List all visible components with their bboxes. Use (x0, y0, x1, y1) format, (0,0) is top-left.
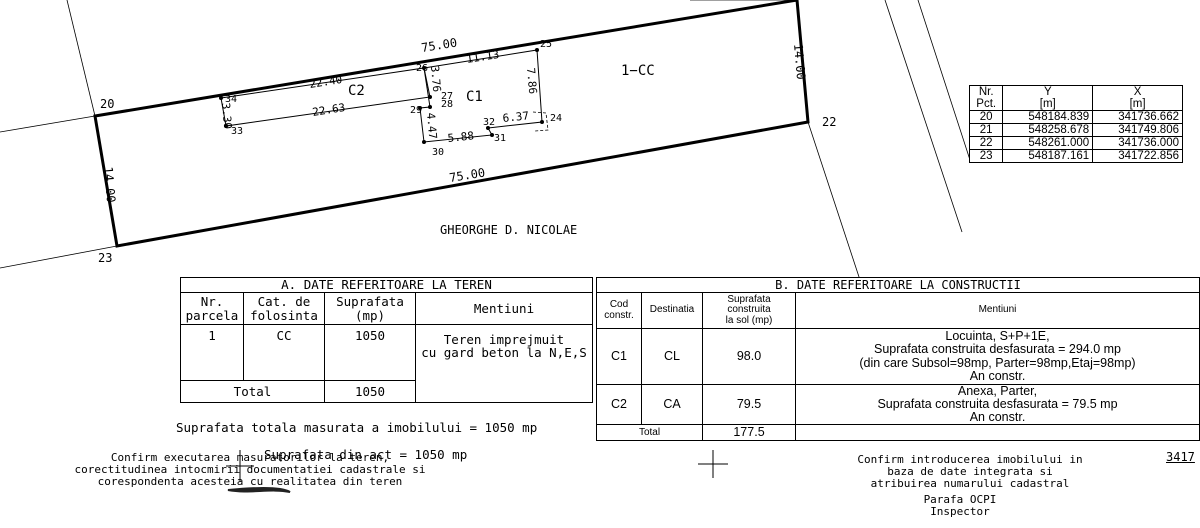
coord-x: 341722.856 (1092, 149, 1183, 164)
land-header-nr: Nr.parcela (180, 292, 244, 325)
coord-y: 548261.000 (1002, 136, 1094, 151)
vertex-markers (219, 48, 544, 144)
area-summary-act: Suprafata din act = 1050 mp (264, 447, 468, 463)
table-row: 22 548261.000 341736.000 (968, 136, 1183, 151)
point-22-label: 22 (822, 115, 836, 129)
dim-top-length: 75.00 (420, 35, 458, 54)
coord-pt: 22 (968, 136, 1004, 151)
table-row: C1 CL 98.0 Locuinta, S+P+1E,Suprafata co… (596, 328, 1200, 385)
constr-row-dest: CL (641, 328, 703, 385)
coord-header-nr: Nr.Pct. (968, 84, 1004, 112)
crosshair-marks (226, 450, 728, 482)
constr-total-value: 177.5 (702, 424, 796, 442)
point-27-label: 27 (441, 91, 453, 102)
dim-c2-top: 22.40 (308, 73, 343, 91)
point-26-label: 26 (416, 63, 428, 74)
constr-total-label: Total (596, 424, 703, 442)
point-23-label: 23 (98, 251, 112, 265)
constr-row-dest: CA (641, 383, 703, 426)
constr-header-mentiuni: Mentiuni (795, 292, 1200, 329)
dim-c1-top: 11.13 (465, 48, 500, 66)
coordinates-table: Nr.Pct. Y[m] X[m] 20 548184.839 341736.6… (968, 84, 1183, 164)
constr-row-sup: 98.0 (702, 328, 796, 385)
point-20-label: 20 (100, 97, 114, 111)
coord-header-x: X[m] (1092, 84, 1183, 112)
coord-pt: 21 (968, 123, 1004, 138)
land-total-value: 1050 (324, 380, 416, 403)
table-row: C2 CA 79.5 Anexa, Parter,Suprafata const… (596, 383, 1200, 426)
coordinate-readout: 3417 (1166, 450, 1195, 464)
coord-y: 548184.839 (1002, 110, 1094, 125)
land-row-sup: 1050 (324, 324, 416, 381)
land-data-table: A. DATE REFERITOARE LA TEREN Nr.parcela … (180, 277, 593, 403)
land-header-sup: Suprafata(mp) (324, 292, 416, 325)
dim-right-width: 14.00 (791, 43, 808, 80)
point-28-label: 28 (441, 99, 453, 110)
neighbour-lines (0, 0, 971, 281)
point-34-label: 34 (225, 94, 237, 105)
area-summary-total: Suprafata totala masurata a imobilului =… (176, 419, 538, 435)
dim-c1-bottom: 5.88 (447, 129, 475, 145)
point-32-label: 32 (483, 117, 495, 128)
dim-c1-right: 7.86 (524, 67, 539, 95)
coord-y: 548187.161 (1002, 149, 1094, 164)
coord-pt: 23 (968, 149, 1004, 164)
constr-row-cod: C1 (596, 328, 642, 385)
owner-label: GHEORGHE D. NICOLAE (440, 223, 577, 237)
dim-c2-left: 3.30 (219, 102, 234, 130)
c1-step-dashed (532, 111, 549, 132)
parcel-boundary (93, 0, 810, 248)
coord-x: 341736.000 (1092, 136, 1183, 151)
coord-y: 548258.678 (1002, 123, 1094, 138)
point-31-label: 31 (494, 133, 506, 144)
land-row-nr: 1 (180, 324, 244, 381)
confirmation-surveyor: Confirm executarea masuratorilor la tere… (74, 451, 426, 489)
dim-left-width: 14.00 (101, 166, 118, 203)
table-row: 23 548187.161 341722.856 (968, 149, 1183, 164)
coord-pt: 20 (968, 110, 1004, 125)
constr-row-cod: C2 (596, 383, 642, 426)
building-c2-label: C2 (348, 83, 365, 99)
table-row: 21 548258.678 341749.806 (968, 123, 1183, 138)
point-33-label: 33 (231, 126, 243, 137)
land-table-title: A. DATE REFERITOARE LA TEREN (180, 277, 593, 293)
constr-header-dest: Destinatia (641, 292, 703, 329)
signature-scribble (227, 487, 291, 493)
coord-x: 341749.806 (1092, 123, 1183, 138)
parcel-label: 1−CC (621, 63, 655, 79)
dim-bottom-length: 75.00 (448, 165, 486, 184)
dim-c1-step: 3.76 (428, 65, 443, 93)
land-total-label: Total (180, 380, 325, 403)
point-25-label: 25 (540, 39, 552, 50)
point-24-label: 24 (550, 113, 562, 124)
land-header-mentiuni: Mentiuni (415, 292, 593, 325)
confirmation-ocpi: Confirm introducerea imobilului in baza … (857, 453, 1083, 491)
ocpi-stamp-label: Parafa OCPI Inspector (923, 493, 997, 519)
area-summary: Suprafata totala masurata a imobilului =… (176, 407, 537, 476)
constr-total-empty (795, 424, 1200, 442)
coord-x: 341736.662 (1092, 110, 1183, 125)
constr-row-mentiuni: Anexa, Parter,Suprafata construita desfa… (795, 383, 1200, 426)
constr-row-sup: 79.5 (702, 383, 796, 426)
dim-c2-bottom: 22.63 (311, 101, 346, 119)
land-row-cat: CC (243, 324, 325, 381)
constr-row-mentiuni: Locuinta, S+P+1E,Suprafata construita de… (795, 328, 1200, 385)
table-row: 20 548184.839 341736.662 (968, 110, 1183, 125)
building-c1-label: C1 (466, 89, 483, 105)
point-29-label: 29 (410, 105, 422, 116)
dim-c1-left: 4.47 (424, 112, 439, 140)
construction-table-title: B. DATE REFERITOARE LA CONSTRUCTII (596, 277, 1200, 293)
point-30-label: 30 (432, 147, 444, 158)
coord-header-y: Y[m] (1002, 84, 1094, 112)
dim-c1-mid: 6.37 (502, 109, 530, 125)
